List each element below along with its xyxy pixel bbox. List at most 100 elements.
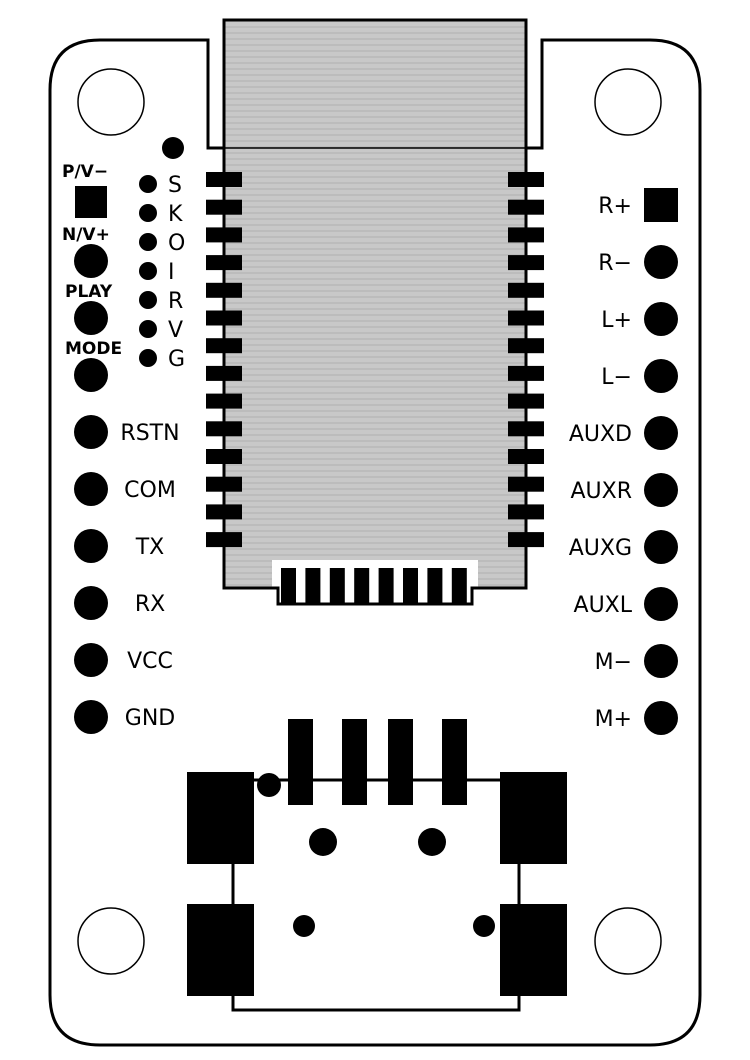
module-pin-right-7 [508, 338, 544, 354]
label-auxr: AUXR [570, 479, 632, 504]
header-pin-o[interactable] [139, 233, 157, 251]
module-pin-bottom-7 [427, 568, 443, 604]
label-tx: TX [135, 535, 165, 560]
module-pin-right-5 [508, 282, 544, 298]
label-m-plus: M+ [595, 707, 632, 732]
pv-minus-pad[interactable] [75, 186, 107, 218]
pad-vcc[interactable] [74, 643, 108, 677]
pad-auxl[interactable] [644, 587, 678, 621]
usb-locating-hole-left [309, 828, 337, 856]
module-pin-bottom-1 [281, 568, 296, 604]
module-pins-right [508, 172, 544, 548]
mounting-hole-bottom-right [594, 907, 662, 975]
module-pin-left-11 [206, 449, 242, 464]
pad-com[interactable] [74, 472, 108, 506]
header-pin-v[interactable] [139, 320, 157, 338]
module-pin-right-2 [508, 199, 544, 215]
usb-mount-hole-right [473, 915, 495, 937]
label-rx: RX [135, 592, 165, 617]
module-pin-right-12 [508, 476, 544, 492]
module-pin-left-2 [206, 199, 242, 215]
usb-shield-pad-top-left[interactable] [187, 772, 254, 864]
header-pin-r[interactable] [139, 291, 157, 309]
bluetooth-module [206, 18, 544, 608]
module-pin-left-6 [206, 310, 242, 326]
module-pin-bottom-2 [305, 568, 321, 604]
usb-shield-pad-bottom-left[interactable] [187, 904, 254, 996]
usb-signal-pin-4[interactable] [442, 719, 467, 805]
module-pin-bottom-4 [354, 568, 370, 604]
module-pin-right-9 [508, 393, 544, 409]
play-label: PLAY [65, 282, 113, 302]
pv-minus-label: P/V− [62, 162, 108, 182]
module-pin-right-13 [508, 504, 544, 520]
pad-l-plus[interactable] [644, 302, 678, 336]
nv-plus-label: N/V+ [62, 225, 110, 245]
mounting-hole-top-right [594, 68, 662, 136]
module-pin-right-11 [508, 449, 544, 464]
module-pin-right-4 [508, 255, 544, 271]
pad-l-minus[interactable] [644, 359, 678, 393]
module-pin-right-6 [508, 310, 544, 326]
header-label-v: V [168, 318, 183, 343]
pad-rx[interactable] [74, 586, 108, 620]
module-pin-right-8 [508, 365, 544, 381]
label-vcc: VCC [127, 649, 173, 674]
button-group: P/V− N/V+ PLAY MODE [62, 162, 122, 392]
pad-m-minus[interactable] [644, 644, 678, 678]
module-pin-bottom-3 [329, 568, 345, 604]
module-pins-bottom [272, 560, 478, 608]
usb-signal-pin-1[interactable] [288, 719, 313, 805]
module-pin-bottom-5 [378, 568, 394, 604]
module-pin-left-9 [206, 393, 242, 409]
pad-rstn[interactable] [74, 415, 108, 449]
header-label-k: K [168, 202, 183, 227]
module-pin-bottom-6 [403, 568, 418, 604]
module-pin-right-3 [508, 227, 544, 243]
label-com: COM [124, 478, 176, 503]
label-auxd: AUXD [569, 422, 632, 447]
pad-auxg[interactable] [644, 530, 678, 564]
module-pin-left-13 [206, 504, 242, 520]
pad-gnd[interactable] [74, 700, 108, 734]
module-bottom-cutout [272, 560, 478, 608]
header-pin-s[interactable] [139, 175, 157, 193]
header-label-s: S [168, 173, 182, 198]
mode-pad[interactable] [74, 358, 108, 392]
pad-r-minus[interactable] [644, 245, 678, 279]
pad-tx[interactable] [74, 529, 108, 563]
usb-mount-hole-left [293, 915, 315, 937]
module-pin-bottom-8 [451, 568, 467, 604]
module-pin-right-14 [508, 532, 544, 548]
usb-locating-hole-right [418, 828, 446, 856]
header-pin-i[interactable] [139, 262, 157, 280]
usb-signal-pin-2[interactable] [342, 719, 367, 805]
pad-auxd[interactable] [644, 416, 678, 450]
module-pin-left-5 [206, 282, 242, 298]
header-label-r: R [168, 289, 183, 314]
pad-r-plus[interactable] [644, 188, 678, 222]
nv-plus-pad[interactable] [74, 244, 108, 278]
mode-label: MODE [65, 339, 122, 359]
header-pin-g[interactable] [139, 349, 157, 367]
header-pin-k[interactable] [139, 204, 157, 222]
usb-signal-pin-3[interactable] [388, 719, 413, 805]
label-l-plus: L+ [601, 308, 632, 333]
pad-m-plus[interactable] [644, 701, 678, 735]
module-pin-left-12 [206, 476, 242, 492]
usb-shield-pad-top-right[interactable] [500, 772, 567, 864]
usb-shield-pad-bottom-right[interactable] [500, 904, 567, 996]
header-label-o: O [168, 231, 185, 256]
module-pins-left [206, 172, 242, 548]
label-m-minus: M− [595, 650, 632, 675]
module-pin-right-10 [508, 421, 544, 437]
label-auxg: AUXG [569, 536, 632, 561]
module-pin-left-14 [206, 532, 242, 548]
label-l-minus: L− [601, 365, 632, 390]
play-pad[interactable] [74, 301, 108, 335]
pad-auxr[interactable] [644, 473, 678, 507]
header-label-i: I [168, 260, 175, 285]
label-r-minus: R− [598, 251, 632, 276]
